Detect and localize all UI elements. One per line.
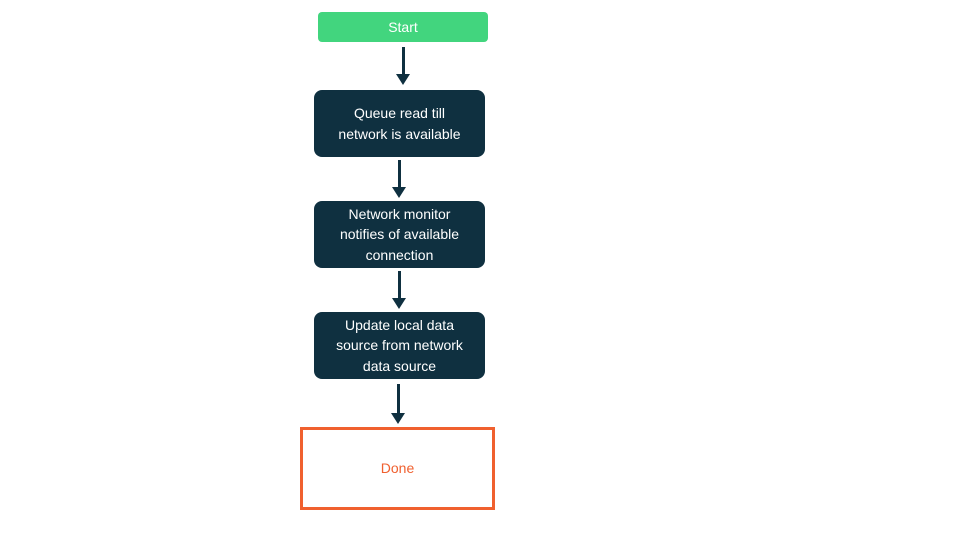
flow-arrow-down-icon xyxy=(396,47,410,85)
flow-node-queue-read: Queue read till network is available xyxy=(314,90,485,157)
flow-node-start: Start xyxy=(318,12,488,42)
arrow-shaft xyxy=(397,160,401,187)
flow-arrow-down-icon xyxy=(392,271,406,309)
arrow-shaft xyxy=(397,271,401,298)
flow-node-queue-read-label: Queue read till network is available xyxy=(338,105,461,142)
arrow-head xyxy=(392,298,406,309)
arrow-shaft xyxy=(401,47,405,74)
arrow-head xyxy=(396,74,410,85)
flow-node-update-local-data: Update local data source from network da… xyxy=(314,312,485,379)
flow-arrow-down-icon xyxy=(392,160,406,198)
flow-arrow-down-icon xyxy=(391,384,405,424)
flow-node-update-local-data-label: Update local data source from network da… xyxy=(336,317,463,374)
flow-node-start-label: Start xyxy=(388,18,418,35)
arrow-head xyxy=(392,187,406,198)
arrow-shaft xyxy=(396,384,400,413)
flow-node-network-monitor-label: Network monitor notifies of available co… xyxy=(339,206,460,263)
flow-node-network-monitor: Network monitor notifies of available co… xyxy=(314,201,485,268)
flow-node-done: Done xyxy=(300,427,495,510)
arrow-head xyxy=(391,413,405,424)
flow-node-done-label: Done xyxy=(380,460,415,477)
